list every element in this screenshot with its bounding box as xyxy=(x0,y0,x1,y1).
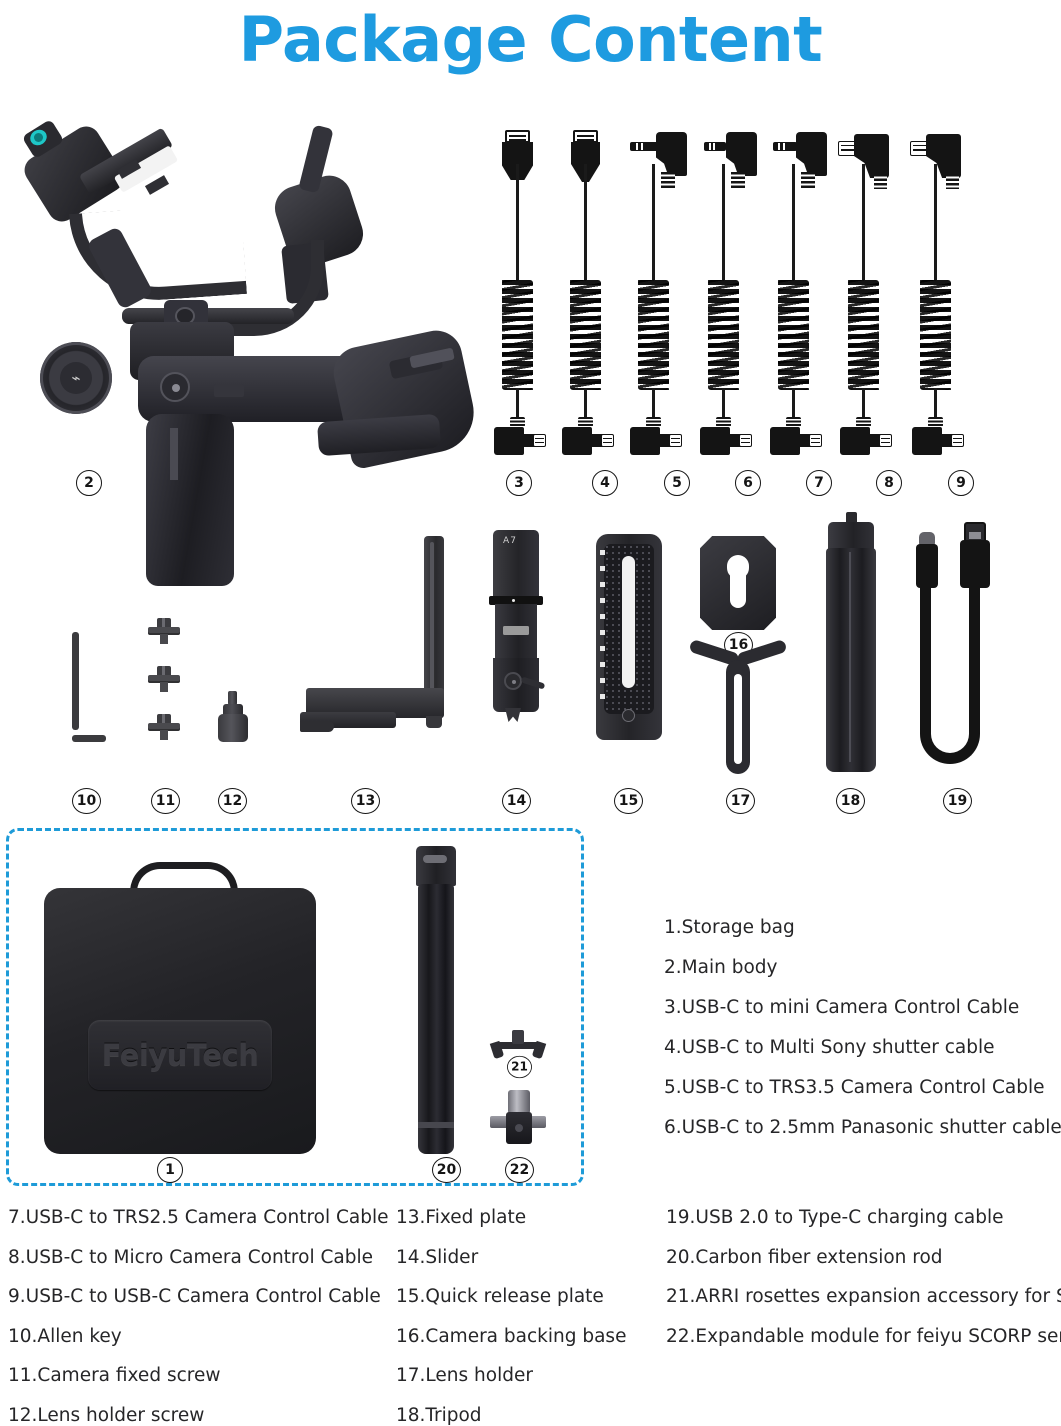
fixed-plate-illustration xyxy=(300,536,450,744)
arri-rosettes-illustration xyxy=(489,1030,547,1060)
legend-item: 19.USB 2.0 to Type-C charging cable xyxy=(666,1207,1004,1228)
legend-item: 22.Expandable module for feiyu SCORP ser… xyxy=(666,1325,1061,1347)
cable-4-usbc-to-multi-sony xyxy=(540,112,636,455)
usbc-right-angle-connector-icon xyxy=(562,425,614,455)
usbc-right-angle-connector-icon xyxy=(700,425,752,455)
badge-cable-4: 4 xyxy=(592,470,618,496)
badge-storage-bag: 1 xyxy=(157,1157,183,1183)
badge-usb-cable: 19 xyxy=(943,788,972,814)
legend-item: 5.USB-C to TRS3.5 Camera Control Cable xyxy=(664,1077,1045,1098)
camera-backing-base-illustration xyxy=(700,536,776,630)
legend-item: 21.ARRI rosettes expansion accessory for… xyxy=(666,1286,1061,1307)
legend-item: 18.Tripod xyxy=(396,1404,482,1426)
bag-handle-icon xyxy=(130,862,238,902)
usbc-right-angle-connector-icon xyxy=(912,425,964,455)
badge-cable-8: 8 xyxy=(876,470,902,496)
badge-cable-7: 7 xyxy=(806,470,832,496)
camera-fixed-screw-illustration xyxy=(148,618,180,644)
usbc-right-angle-connector-icon xyxy=(630,425,682,455)
bag-brand-emboss: FeiyuTech xyxy=(88,1020,272,1090)
lens-holder-illustration xyxy=(688,638,788,776)
usbc-right-angle-connector-icon xyxy=(840,425,892,455)
badge-cable-6: 6 xyxy=(735,470,761,496)
badge-main-body: 2 xyxy=(76,470,102,496)
optional-accessories-dashed-group xyxy=(6,828,584,1186)
quick-release-plate-illustration xyxy=(596,534,662,740)
badge-lens-holder-screw: 12 xyxy=(218,788,247,814)
gimbal-main-body-illustration: ⌁ xyxy=(18,118,488,586)
trs25-jack-connector-icon xyxy=(770,132,844,188)
badge-arri-rosettes: 21 xyxy=(507,1055,532,1079)
lens-holder-screw-illustration xyxy=(216,690,250,742)
legend-item: 6.USB-C to 2.5mm Panasonic shutter cable xyxy=(664,1117,1061,1138)
badge-allen-key: 10 xyxy=(72,788,101,814)
legend-item: 12.Lens holder screw xyxy=(8,1404,205,1426)
badge-cable-5: 5 xyxy=(664,470,690,496)
slider-model-text: A7 xyxy=(503,536,517,546)
legend-bottom-column-3: 19.USB 2.0 to Type-C charging cable 20.C… xyxy=(666,1198,1061,1356)
legend-bottom-column-2: 13.Fixed plate 14.Slider 15.Quick releas… xyxy=(396,1198,656,1426)
badge-lens-holder: 17 xyxy=(726,788,755,814)
badge-slider: 14 xyxy=(502,788,531,814)
legend-item: 7.USB-C to TRS2.5 Camera Control Cable xyxy=(8,1207,389,1228)
legend-right-top-column: 1.Storage bag 2.Main body 3.USB-C to min… xyxy=(664,908,1061,1148)
cable-3-usbc-to-mini xyxy=(472,112,568,455)
camera-fixed-screw-illustration xyxy=(148,666,180,692)
cable-9-usbc-to-usbc xyxy=(890,112,986,455)
usbc-right-angle-connector-icon xyxy=(770,425,822,455)
legend-item: 1.Storage bag xyxy=(664,917,795,938)
legend-bottom-column-1: 7.USB-C to TRS2.5 Camera Control Cable 8… xyxy=(8,1198,389,1426)
expandable-module-illustration xyxy=(490,1090,546,1146)
badge-expandable-module: 22 xyxy=(505,1157,534,1183)
storage-bag-illustration: FeiyuTech xyxy=(44,862,316,1154)
usbc-right-angle-connector-icon xyxy=(494,425,546,455)
allen-key-illustration xyxy=(72,632,110,742)
badge-quick-release-plate: 15 xyxy=(614,788,643,814)
trs25-jack-connector-icon xyxy=(700,132,774,188)
trs35-jack-connector-icon xyxy=(630,132,704,188)
badge-cable-9: 9 xyxy=(948,470,974,496)
legend-item: 15.Quick release plate xyxy=(396,1286,604,1307)
cable-5-usbc-to-trs35 xyxy=(608,112,704,455)
legend-item: 11.Camera fixed screw xyxy=(8,1365,221,1386)
cable-8-usbc-to-micro xyxy=(818,112,914,455)
badge-cable-3: 3 xyxy=(506,470,532,496)
cable-7-usbc-to-trs25 xyxy=(748,112,844,455)
micro-usb-right-angle-connector-icon xyxy=(838,132,910,189)
legend-item: 8.USB-C to Micro Camera Control Cable xyxy=(8,1246,373,1268)
legend-item: 13.Fixed plate xyxy=(396,1207,527,1228)
brand-text: FeiyuTech xyxy=(101,1038,259,1072)
usbc-right-angle-connector-icon xyxy=(910,132,982,189)
badge-extension-rod: 20 xyxy=(432,1157,461,1183)
legend-item: 17.Lens holder xyxy=(396,1365,533,1386)
legend-item: 3.USB-C to mini Camera Control Cable xyxy=(664,997,1020,1018)
legend-item: 4.USB-C to Multi Sony shutter cable xyxy=(664,1037,995,1058)
tripod-illustration xyxy=(820,512,882,776)
slider-illustration: A7 xyxy=(487,530,546,740)
legend-item: 9.USB-C to USB-C Camera Control Cable xyxy=(8,1286,381,1307)
carbon-fiber-extension-rod-illustration xyxy=(414,846,458,1154)
badge-fixed-plate: 13 xyxy=(351,788,380,814)
usb-charging-cable-illustration xyxy=(908,518,1008,776)
badge-camera-fixed-screw: 11 xyxy=(151,788,180,814)
page-title: Package Content xyxy=(238,3,823,76)
legend-item: 14.Slider xyxy=(396,1246,479,1268)
legend-item: 2.Main body xyxy=(664,957,778,978)
cable-6-usbc-to-panasonic25 xyxy=(678,112,774,455)
legend-item: 10.Allen key xyxy=(8,1325,122,1347)
badge-tripod: 18 xyxy=(836,788,865,814)
legend-item: 20.Carbon fiber extension rod xyxy=(666,1246,943,1268)
legend-item: 16.Camera backing base xyxy=(396,1325,627,1347)
camera-fixed-screw-illustration xyxy=(148,714,180,740)
